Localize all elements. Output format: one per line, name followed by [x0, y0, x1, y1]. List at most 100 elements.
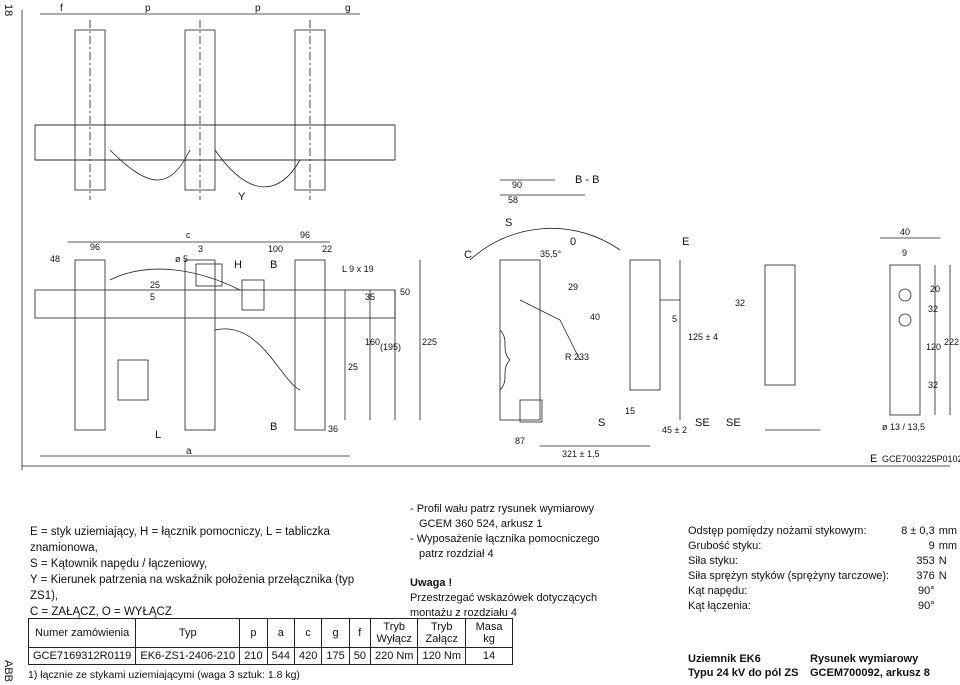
- footer-title-2: Typu 24 kV do pól ZS: [688, 667, 799, 679]
- order-header: Tryb Wyłącz: [369, 618, 419, 648]
- dim-45: 45 ± 2: [662, 425, 687, 435]
- dim-40: 40: [590, 312, 600, 322]
- notes: - Profil wału patrz rysunek wymiarowy GC…: [410, 502, 660, 621]
- drawing-code: GCE7003225P0102: [882, 454, 960, 464]
- dim-25: 25: [150, 280, 160, 290]
- order-header: g: [321, 618, 350, 648]
- legend-line-2: S = Kątownik napędu / łączeniowy,: [30, 558, 208, 570]
- footer-ref-1: Rysunek wymiarowy: [810, 653, 919, 665]
- dim-l9x19: L 9 x 19: [342, 264, 374, 274]
- dim-5b: 5: [672, 314, 677, 324]
- spec-value: 353: [916, 555, 935, 567]
- order-header: p: [239, 618, 268, 648]
- dim-125: 125 ± 4: [688, 332, 718, 342]
- legend-line-4: C = ZAŁĄCZ, O = WYŁĄCZ: [30, 606, 172, 618]
- dim-100: 100: [268, 244, 283, 254]
- dim-120: 120: [926, 342, 941, 352]
- drawing-code-letter: E: [870, 453, 877, 465]
- dim-36: 36: [328, 424, 338, 434]
- dim-32: 32: [735, 298, 745, 308]
- legend-line-3: Y = Kierunek patrzenia na wskaźnik położ…: [30, 574, 355, 602]
- label-s: S: [505, 217, 512, 229]
- dim-222: 222: [944, 337, 959, 347]
- spec-value: 90°: [918, 585, 935, 597]
- dim-50: 50: [400, 287, 410, 297]
- note-line-1: - Profil wału patrz rysunek wymiarowy: [410, 503, 594, 515]
- dim-angle: 35,5°: [540, 249, 562, 259]
- spec-unit: mm: [938, 540, 958, 552]
- label-se1: SE: [695, 417, 710, 429]
- spec-unit: N: [938, 570, 947, 582]
- dim-35: 35: [365, 292, 375, 302]
- order-cell: 120 Nm: [417, 647, 467, 665]
- legend: E = styk uziemiający, H = łącznik pomocn…: [30, 524, 380, 620]
- note-line-2: GCEM 360 524, arkusz 1: [419, 518, 543, 530]
- order-header: a: [266, 618, 295, 648]
- note-line-3: - Wyposażenie łącznika pomocniczego: [410, 533, 600, 545]
- dim-22: 22: [322, 244, 332, 254]
- spec-row: Siła sprężyn styków (sprężyny tarczowe):…: [688, 569, 957, 584]
- spec-unit: mm: [938, 525, 958, 537]
- spec-label: Odstęp pomiędzy nożami stykowym:: [688, 525, 867, 537]
- dim-a: a: [186, 446, 192, 457]
- footer-title: Uziemnik EK6 Typu 24 kV do pól ZS: [688, 652, 798, 680]
- order-cell: GCE7169312R0119: [27, 647, 137, 665]
- note-line-4: patrz rozdział 4: [419, 548, 494, 560]
- label-l: L: [155, 429, 161, 441]
- dim-20: 20: [930, 284, 940, 294]
- dim-225: 225: [422, 337, 437, 347]
- spec-label: Kąt łączenia:: [688, 600, 751, 612]
- dim-9: 9: [902, 248, 907, 258]
- dim-15: 15: [625, 406, 635, 416]
- order-cell: 544: [266, 647, 295, 665]
- footer-ref: Rysunek wymiarowy GCEM700092, arkusz 8: [810, 652, 930, 680]
- order-cell: 220 Nm: [369, 647, 419, 665]
- dim-58: 58: [508, 195, 518, 205]
- spec-unit: [939, 584, 957, 599]
- order-cell: 175: [321, 647, 350, 665]
- dim-87: 87: [515, 436, 525, 446]
- warning-line-2: montażu z rozdziału 4: [410, 607, 517, 619]
- warning-title: Uwaga !: [410, 577, 453, 589]
- order-footnote: 1) łącznie ze stykami uziemiającymi (wag…: [28, 669, 300, 681]
- order-cell: EK6-ZS1-2406-210: [135, 647, 241, 665]
- spec-value: 9: [928, 540, 935, 552]
- spec-value: 90°: [918, 600, 935, 612]
- dim-160: 160: [365, 337, 380, 347]
- dim-hole: ø 13 / 13,5: [882, 422, 925, 432]
- order-cell: 420: [293, 647, 323, 665]
- brand-label: ABB: [2, 660, 14, 683]
- dim-25b: 25: [348, 362, 358, 372]
- dim-32b: 32: [928, 380, 938, 390]
- technical-drawing: f p p g Y c 96 48 ø 5 3 H 100 B 96 22 L …: [21, 3, 960, 470]
- spec-row: Kąt łączenia: 90°: [688, 599, 957, 614]
- label-c: C: [464, 249, 472, 261]
- label-e: E: [682, 236, 689, 248]
- dim-5: 5: [150, 292, 155, 302]
- dim-label-f: f: [60, 3, 63, 14]
- label-b: B: [270, 259, 277, 271]
- dim-90: 90: [512, 180, 522, 190]
- label-b2: B: [270, 421, 277, 433]
- section-bb-title: B - B: [575, 174, 599, 186]
- spec-row: Kąt napędu:90°: [688, 584, 957, 599]
- order-header: c: [293, 618, 323, 648]
- order-header: Tryb Załącz: [417, 618, 467, 648]
- dim-48: 48: [50, 254, 60, 264]
- dim-195: (195): [380, 342, 401, 352]
- dim-32a: 32: [928, 304, 938, 314]
- spec-label: Siła sprężyn styków (sprężyny tarczowe):: [688, 570, 890, 582]
- label-se2: SE: [726, 417, 741, 429]
- dim-label-p1: p: [145, 3, 151, 14]
- dim-96: 96: [90, 242, 100, 252]
- spec-unit: N: [938, 555, 947, 567]
- dim-c: c: [186, 230, 191, 240]
- spec-unit: [939, 599, 957, 614]
- dim-r233: R 233: [565, 352, 589, 362]
